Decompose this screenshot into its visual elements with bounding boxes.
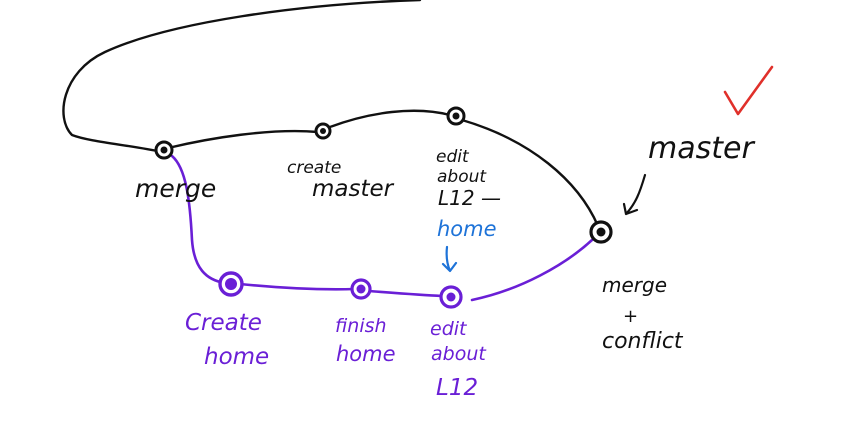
edge-finish-home-to-edit-about (366, 289, 444, 298)
node-create-master (314, 122, 332, 140)
master-branch-lines (62, 0, 600, 228)
label-edit-about-master-line3: L12 — (438, 186, 501, 210)
loop-edge (62, 0, 422, 154)
label-edit-about-master-line1: edit (436, 147, 470, 167)
label-master-pointer: master (648, 131, 755, 166)
label-edit-about-master-line2: about (437, 167, 487, 187)
node-merge-conflict (589, 220, 613, 244)
label-create-home-line1: Create (185, 310, 262, 336)
label-home-pointer: home (437, 217, 497, 241)
node-finish-home (350, 278, 372, 300)
label-create-home-line2: home (204, 344, 269, 370)
arrow-down-left-icon (622, 173, 647, 216)
node-merge (154, 140, 174, 160)
label-edit-about-home-line2: about (431, 343, 487, 365)
label-create-master-line2: master (312, 176, 395, 202)
node-create-home (218, 271, 244, 297)
edge-edit-about-to-merge-conflict (460, 118, 600, 228)
label-merge: merge (135, 174, 216, 203)
label-merge-conflict-line3: conflict (602, 329, 684, 354)
edge-merge-to-create-master (166, 129, 320, 150)
home-branch-lines (170, 154, 594, 302)
edge-create-master-to-edit-about (328, 109, 452, 129)
edge-edit-about-to-merge-conflict-home (470, 238, 594, 302)
checkmark-icon (723, 65, 774, 116)
label-finish-home-line2: home (336, 342, 396, 366)
label-edit-about-home-line3: L12 (436, 375, 478, 401)
label-merge-conflict-line1: merge (602, 273, 667, 297)
edge-create-home-to-finish-home (238, 282, 357, 291)
node-edit-about-master (446, 106, 466, 126)
label-merge-conflict-line2: + (623, 306, 638, 327)
edge-merge-to-create-home (170, 154, 227, 285)
label-finish-home-line1: finish (335, 315, 387, 337)
arrow-down-icon (441, 245, 458, 273)
label-edit-about-home-line1: edit (430, 318, 468, 340)
label-create-master-line1: create (287, 158, 341, 178)
node-edit-about-home (439, 285, 463, 309)
